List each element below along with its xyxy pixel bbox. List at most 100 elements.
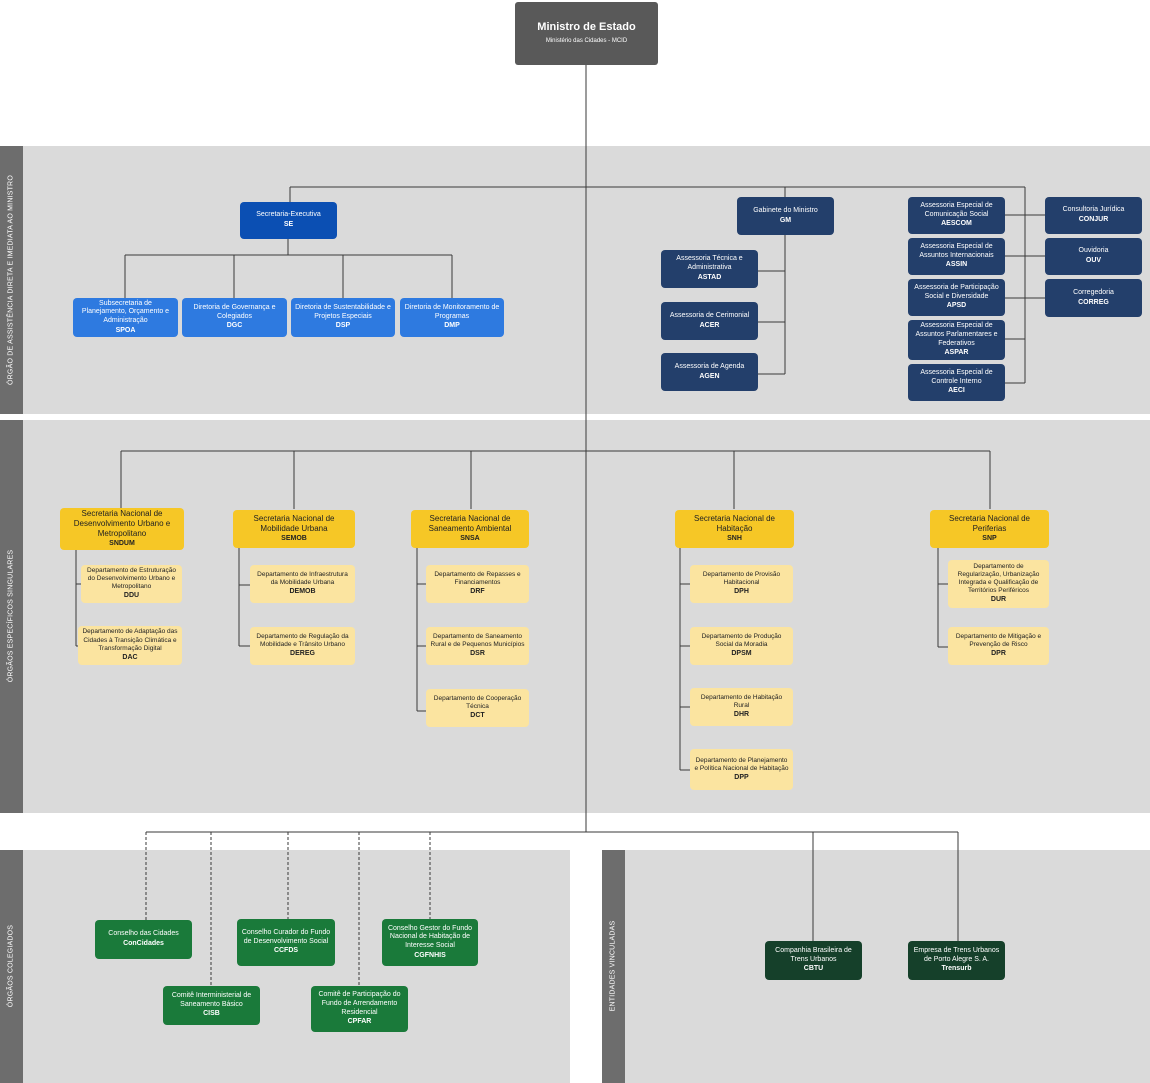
exec-unit-dsp[interactable]: Diretoria de Sustentabilidade e Projetos… — [291, 298, 395, 337]
colegiado-abbr: CISB — [203, 1010, 220, 1018]
colegiado-concidades[interactable]: Conselho das Cidades ConCidades — [95, 920, 192, 959]
exec-unit-abbr: DGC — [226, 322, 243, 330]
gabinete-box[interactable]: Gabinete do Ministro GM — [737, 197, 834, 235]
dept-dpp[interactable]: Departamento de Planejamento e Política … — [690, 749, 793, 790]
dept-abbr: DSR — [470, 650, 485, 658]
dept-name: Departamento de Regulação da Mobilidade … — [256, 633, 349, 649]
dept-abbr: DUR — [990, 596, 1007, 604]
exec-unit-abbr: SPOA — [115, 326, 136, 334]
dept-name: Departamento de Repasses e Financiamento… — [434, 571, 521, 587]
dept-abbr: DRF — [470, 588, 485, 596]
dept-dpr[interactable]: Departamento de Mitigação e Prevenção de… — [948, 627, 1049, 665]
assessoria-abbr: ASPAR — [944, 349, 969, 357]
assessoria-aescom[interactable]: Assessoria Especial de Comunicação Socia… — [908, 197, 1005, 234]
right-unit-name: Ouvidoria — [1078, 247, 1109, 255]
dept-demob[interactable]: Departamento de Infraestrutura da Mobili… — [250, 565, 355, 603]
exec-unit-abbr: DMP — [444, 322, 460, 330]
dept-dpsm[interactable]: Departamento de Produção Social da Morad… — [690, 627, 793, 665]
gm-unit-abbr: ASTAD — [697, 273, 722, 281]
assessoria-name: Assessoria Especial de Assuntos Parlamen… — [915, 322, 998, 347]
colegiado-abbr: CPFAR — [347, 1018, 372, 1026]
dept-dac[interactable]: Departamento de Adaptação das Cidades à … — [78, 626, 182, 665]
dept-abbr: DEMOB — [289, 588, 316, 596]
secretaria-semob[interactable]: Secretaria Nacional de Mobilidade Urbana… — [233, 510, 355, 548]
dept-dur[interactable]: Departamento de Regularização, Urbanizaç… — [948, 560, 1049, 608]
entities-sidebar: ENTIDADES VINCULADAS — [602, 850, 625, 1083]
gm-unit-acer[interactable]: Assessoria de Cerimonial ACER — [661, 302, 758, 340]
assessoria-name: Assessoria Especial de Comunicação Socia… — [920, 201, 993, 218]
dept-abbr: DAC — [122, 653, 138, 661]
dept-abbr: DHR — [733, 711, 750, 719]
colegiado-ccfds[interactable]: Conselho Curador do Fundo de Desenvolvim… — [237, 919, 335, 966]
secretaria-name: Secretaria Nacional de Habitação — [694, 514, 775, 534]
secretaria-name: Secretaria Nacional de Desenvolvimento U… — [73, 509, 171, 539]
right-unit-abbr: CONJUR — [1078, 216, 1109, 223]
assessoria-abbr: APSD — [946, 302, 967, 310]
assessoria-abbr: ASSIN — [945, 261, 968, 269]
dept-name: Departamento de Habitação Rural — [700, 694, 783, 710]
assessoria-aeci[interactable]: Assessoria Especial de Controle Interno … — [908, 364, 1005, 401]
gm-unit-name: Assessoria Técnica e Administrativa — [676, 255, 743, 272]
assessoria-aspar[interactable]: Assessoria Especial de Assuntos Parlamen… — [908, 320, 1005, 360]
exec-unit-dmp[interactable]: Diretoria de Monitoramento de Programas … — [400, 298, 504, 337]
right-unit-abbr: CORREG — [1078, 298, 1109, 306]
secretaria-sndum[interactable]: Secretaria Nacional de Desenvolvimento U… — [60, 508, 184, 550]
sec-exec-box[interactable]: Secretaria-Executiva SE — [240, 202, 337, 239]
dept-abbr: DPSM — [731, 650, 752, 658]
vinculada-cbtu[interactable]: Companhia Brasileira de Trens Urbanos CB… — [765, 941, 862, 980]
dept-name: Departamento de Regularização, Urbanizaç… — [957, 562, 1040, 595]
dept-abbr: DPR — [991, 650, 1006, 658]
right-unit-name: Corregedoria — [1073, 288, 1114, 296]
dept-ddu[interactable]: Departamento de Estruturação do Desenvol… — [81, 565, 182, 603]
gm-unit-name: Assessoria de Agenda — [674, 362, 745, 370]
dept-name: Departamento de Infraestrutura da Mobili… — [257, 571, 348, 587]
ministro-subtitle: Ministério das Cidades - MCID — [545, 38, 628, 45]
colegiado-cgfnhis[interactable]: Conselho Gestor do Fundo Nacional de Hab… — [382, 919, 478, 966]
sec-exec-abbr: SE — [283, 221, 294, 228]
secretaria-snh[interactable]: Secretaria Nacional de Habitação SNH — [675, 510, 794, 548]
exec-unit-name: Diretoria de Sustentabilidade e Projetos… — [295, 303, 391, 320]
colegiado-cpfar[interactable]: Comitê de Participação do Fundo de Arren… — [311, 986, 408, 1032]
dept-drf[interactable]: Departamento de Repasses e Financiamento… — [426, 565, 529, 603]
assessoria-name: Assessoria Especial de Controle Interno — [920, 368, 993, 385]
secretaria-abbr: SNP — [982, 535, 997, 543]
assessoria-name: Assessoria Especial de Assuntos Internac… — [919, 242, 994, 259]
dept-dhr[interactable]: Departamento de Habitação Rural DHR — [690, 688, 793, 726]
dept-name: Departamento de Produção Social da Morad… — [701, 633, 782, 649]
gm-unit-astad[interactable]: Assessoria Técnica e Administrativa ASTA… — [661, 250, 758, 288]
vinculada-abbr: Trensurb — [941, 965, 972, 973]
right-unit-conjur[interactable]: Consultoria Jurídica CONJUR — [1045, 197, 1142, 234]
dept-dsr[interactable]: Departamento de Saneamento Rural e de Pe… — [426, 627, 529, 665]
collegiate-panel — [23, 850, 570, 1083]
assessoria-abbr: AESCOM — [941, 220, 972, 228]
dept-name: Departamento de Estruturação do Desenvol… — [87, 566, 176, 591]
colegiado-abbr: ConCidades — [123, 940, 164, 947]
secretaria-name: Secretaria Nacional de Saneamento Ambien… — [428, 514, 512, 534]
dept-name: Departamento de Mitigação e Prevenção de… — [955, 633, 1042, 649]
exec-unit-dgc[interactable]: Diretoria de Governança e Colegiados DGC — [182, 298, 287, 337]
vinculada-name: Companhia Brasileira de Trens Urbanos — [775, 946, 852, 963]
entities-panel — [625, 850, 1150, 1083]
assessoria-assin[interactable]: Assessoria Especial de Assuntos Internac… — [908, 238, 1005, 275]
dept-dereg[interactable]: Departamento de Regulação da Mobilidade … — [250, 627, 355, 665]
gm-unit-abbr: ACER — [699, 321, 720, 329]
ministro-box[interactable]: Ministro de Estado Ministério das Cidade… — [515, 2, 658, 65]
dept-dct[interactable]: Departamento de Cooperação Técnica DCT — [426, 689, 529, 727]
colegiado-name: Conselho das Cidades — [108, 930, 179, 938]
secretaria-snsa[interactable]: Secretaria Nacional de Saneamento Ambien… — [411, 510, 529, 548]
colegiado-cisb[interactable]: Comitê Interministerial de Saneamento Bá… — [163, 986, 260, 1025]
vinculada-abbr: CBTU — [803, 965, 824, 973]
vinculada-trensurb[interactable]: Empresa de Trens Urbanos de Porto Alegre… — [908, 941, 1005, 980]
gm-unit-abbr: AGEN — [699, 372, 720, 380]
collegiate-sidebar: ÓRGÃOS COLEGIADOS — [0, 850, 23, 1083]
right-unit-ouv[interactable]: Ouvidoria OUV — [1045, 238, 1142, 275]
assessoria-apsd[interactable]: Assessoria de Participação Social e Dive… — [908, 279, 1005, 316]
dept-abbr: DPP — [734, 773, 749, 781]
right-unit-correg[interactable]: Corregedoria CORREG — [1045, 279, 1142, 317]
gabinete-abbr: GM — [779, 216, 792, 224]
secretaria-snp[interactable]: Secretaria Nacional de Periferias SNP — [930, 510, 1049, 548]
dept-dph[interactable]: Departamento de Provisão Habitacional DP… — [690, 565, 793, 603]
exec-unit-spoa[interactable]: Subsecretaria de Planejamento, Orçamento… — [73, 298, 178, 337]
gm-unit-agen[interactable]: Assessoria de Agenda AGEN — [661, 353, 758, 391]
